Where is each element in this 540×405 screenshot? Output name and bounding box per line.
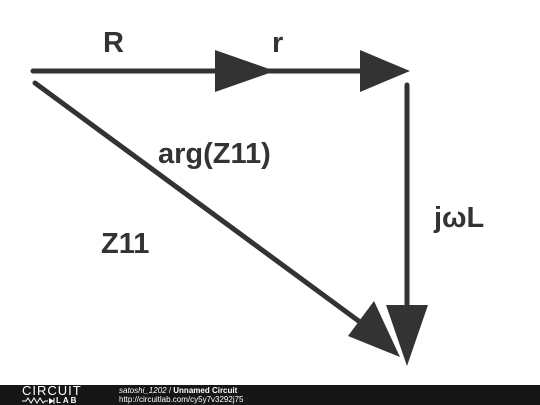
- separator: /: [166, 386, 174, 395]
- circuit-title[interactable]: Unnamed Circuit: [173, 386, 238, 395]
- z11-arrowhead: [348, 301, 400, 357]
- circuitlab-logo[interactable]: CIRCUIT LAB: [22, 385, 100, 405]
- resistor-wave-icon: [22, 397, 55, 404]
- r-arrowhead: [360, 50, 410, 92]
- label-z11: Z11: [101, 228, 149, 260]
- label-r: r: [272, 27, 283, 59]
- diagonal-vector-line: [32, 80, 363, 325]
- logo-text-top: CIRCUIT: [22, 385, 82, 398]
- jwl-arrowhead: [386, 305, 428, 366]
- phasor-diagram: R r arg(Z11) jωL Z11: [30, 27, 484, 366]
- logo-text-bottom: LAB: [56, 396, 79, 405]
- R-arrowhead: [215, 50, 275, 92]
- author-name[interactable]: satoshi_1202: [119, 386, 167, 395]
- footer-bar: CIRCUIT LAB satoshi_1202 / Unnamed Circu…: [0, 385, 540, 405]
- label-jwl: jωL: [433, 202, 484, 234]
- label-R: R: [103, 27, 124, 59]
- label-arg-z11: arg(Z11): [158, 138, 271, 170]
- circuit-url[interactable]: http://circuitlab.com/cy5y7v3292j75: [119, 395, 244, 404]
- footer-info: satoshi_1202 / Unnamed Circuit http://ci…: [119, 386, 244, 404]
